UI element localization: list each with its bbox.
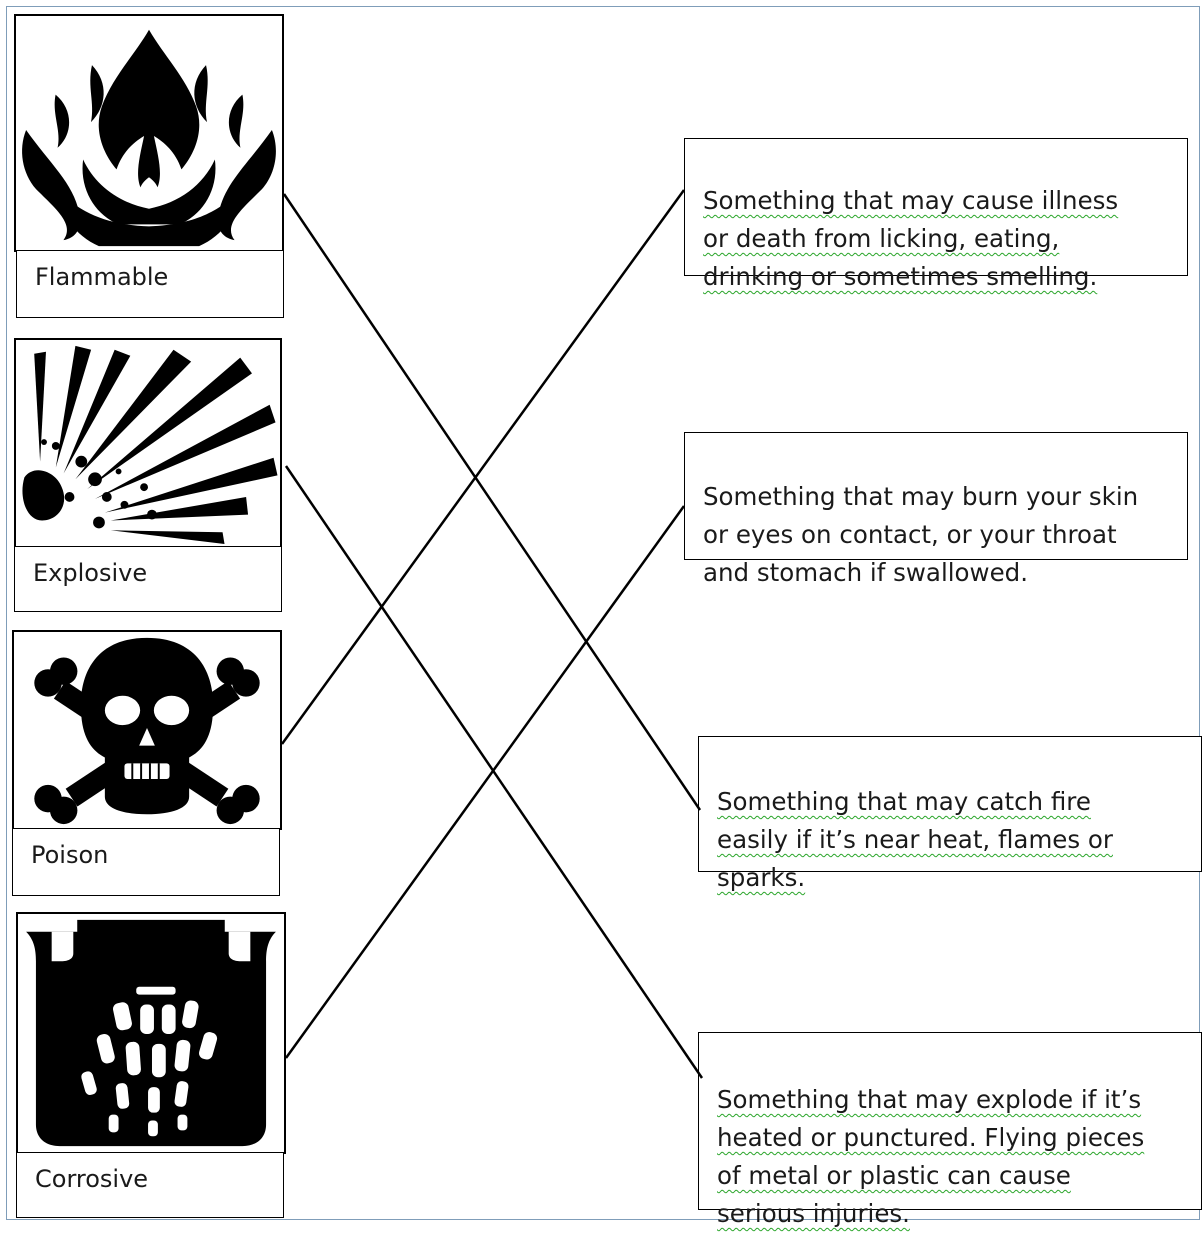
flammable-label: Flammable [16, 250, 284, 318]
flame-icon [22, 29, 276, 247]
worksheet-frame [6, 6, 1200, 1220]
explosive-label: Explosive [14, 546, 282, 612]
description-explosive: Something that may explode if it’s heate… [698, 1032, 1202, 1228]
skull-crossbones-icon [34, 637, 260, 825]
explosive-symbol [14, 338, 282, 548]
flammable-symbol [14, 14, 284, 252]
description-text: Something that may burn your skin or eye… [703, 482, 1139, 587]
description-corrosive: Something that may burn your skin or eye… [684, 432, 1188, 587]
description-text: Something that may catch fire easily if … [717, 787, 1113, 892]
description-text: Something that may cause illness or deat… [703, 186, 1119, 291]
description-poison: Something that may cause illness or deat… [684, 138, 1188, 291]
corrosive-symbol [16, 912, 286, 1154]
explosion-icon [22, 345, 278, 545]
poison-label: Poison [12, 828, 280, 896]
corroded-hand-icon [26, 919, 276, 1147]
description-text: Something that may explode if it’s heate… [717, 1085, 1145, 1228]
corrosive-label: Corrosive [16, 1152, 284, 1218]
description-flammable: Something that may catch fire easily if … [698, 736, 1202, 892]
poison-symbol [12, 630, 282, 830]
